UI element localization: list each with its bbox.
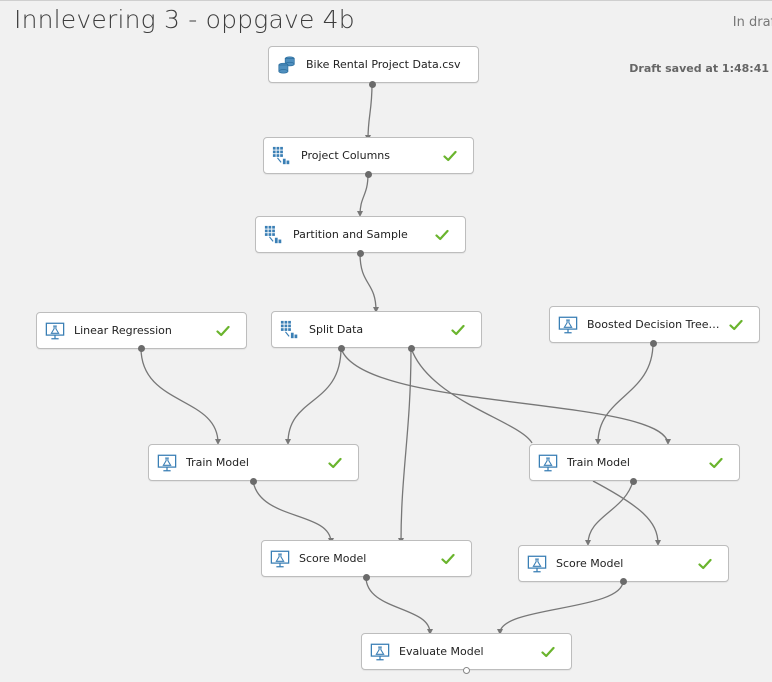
edge-dataset-to-project-columns — [367, 83, 373, 140]
module-label: Score Model — [299, 552, 367, 565]
split-icon — [279, 319, 301, 341]
module-label: Split Data — [309, 323, 364, 336]
model-icon — [526, 553, 548, 575]
module-split-data[interactable]: Split Data — [271, 311, 482, 348]
dataset-icon — [276, 54, 298, 76]
module-linear-regression[interactable]: Linear Regression — [36, 312, 247, 349]
edge-score2-to-evaluate — [499, 580, 624, 634]
output-port[interactable] — [249, 477, 257, 485]
edge-linear-to-train1 — [140, 347, 219, 444]
edge-boosted-to-train2 — [597, 342, 654, 444]
module-label: Score Model — [556, 557, 624, 570]
module-partition-sample[interactable]: Partition and Sample — [255, 216, 466, 253]
module-project-columns[interactable]: Project Columns — [263, 137, 474, 174]
checkmark-icon — [698, 558, 712, 570]
checkmark-icon — [451, 324, 465, 336]
module-label: Boosted Decision Tree Regre... — [587, 318, 723, 331]
experiment-status: In draft — [732, 15, 772, 30]
draft-saved-text: Draft saved at 1:48:41 — [629, 62, 769, 75]
edge-partition-to-split — [359, 252, 377, 312]
partition-icon — [263, 224, 285, 246]
model-icon — [156, 452, 178, 474]
output-port[interactable] — [629, 477, 637, 485]
model-icon — [269, 548, 291, 570]
edge-split-to-train1 — [287, 347, 342, 444]
module-train-model-1[interactable]: Train Model — [148, 444, 359, 481]
checkmark-icon — [443, 150, 457, 162]
experiment-title: Innlevering 3 - oppgave 4b — [14, 5, 355, 34]
checkmark-icon — [328, 457, 342, 469]
edge-split-to-score2 — [410, 347, 533, 444]
checkmark-icon — [729, 319, 743, 331]
output-port[interactable] — [368, 80, 376, 88]
output-port[interactable] — [362, 573, 370, 581]
module-score-model-2[interactable]: Score Model — [518, 545, 729, 582]
module-label: Linear Regression — [74, 324, 172, 337]
module-boosted-decision-tree[interactable]: Boosted Decision Tree Regre... — [549, 306, 760, 343]
edge-train1-to-score1 — [252, 480, 332, 543]
output-port[interactable] — [407, 344, 415, 352]
edge-project-columns-to-partition — [359, 173, 369, 216]
module-train-model-2[interactable]: Train Model — [529, 444, 740, 481]
output-port[interactable] — [337, 344, 345, 352]
checkmark-icon — [216, 325, 230, 337]
output-port[interactable] — [462, 666, 470, 674]
checkmark-icon — [435, 229, 449, 241]
module-dataset[interactable]: Bike Rental Project Data.csv — [268, 46, 479, 83]
edge-train2-to-score2b — [592, 480, 659, 545]
module-label: Train Model — [567, 456, 630, 469]
edge-score1-to-evaluate — [365, 576, 431, 634]
module-label: Evaluate Model — [399, 645, 484, 658]
edge-train2-to-score2a — [587, 480, 634, 545]
model-icon — [537, 452, 559, 474]
module-score-model-1[interactable]: Score Model — [261, 540, 472, 577]
output-port[interactable] — [364, 170, 372, 178]
checkmark-icon — [709, 457, 723, 469]
checkmark-icon — [541, 646, 555, 658]
module-label: Train Model — [186, 456, 249, 469]
edge-split-to-score1 — [400, 347, 412, 543]
model-icon — [369, 641, 391, 663]
output-port[interactable] — [649, 339, 657, 347]
checkmark-icon — [441, 553, 455, 565]
model-icon — [44, 320, 66, 342]
output-port[interactable] — [356, 249, 364, 257]
module-label: Project Columns — [301, 149, 390, 162]
output-port[interactable] — [619, 577, 627, 585]
model-icon — [557, 314, 579, 336]
module-label: Partition and Sample — [293, 228, 408, 241]
module-evaluate-model[interactable]: Evaluate Model — [361, 633, 572, 670]
project-columns-icon — [271, 145, 293, 167]
edge-split-to-train2 — [340, 347, 669, 444]
output-port[interactable] — [137, 344, 145, 352]
module-label: Bike Rental Project Data.csv — [306, 58, 461, 71]
